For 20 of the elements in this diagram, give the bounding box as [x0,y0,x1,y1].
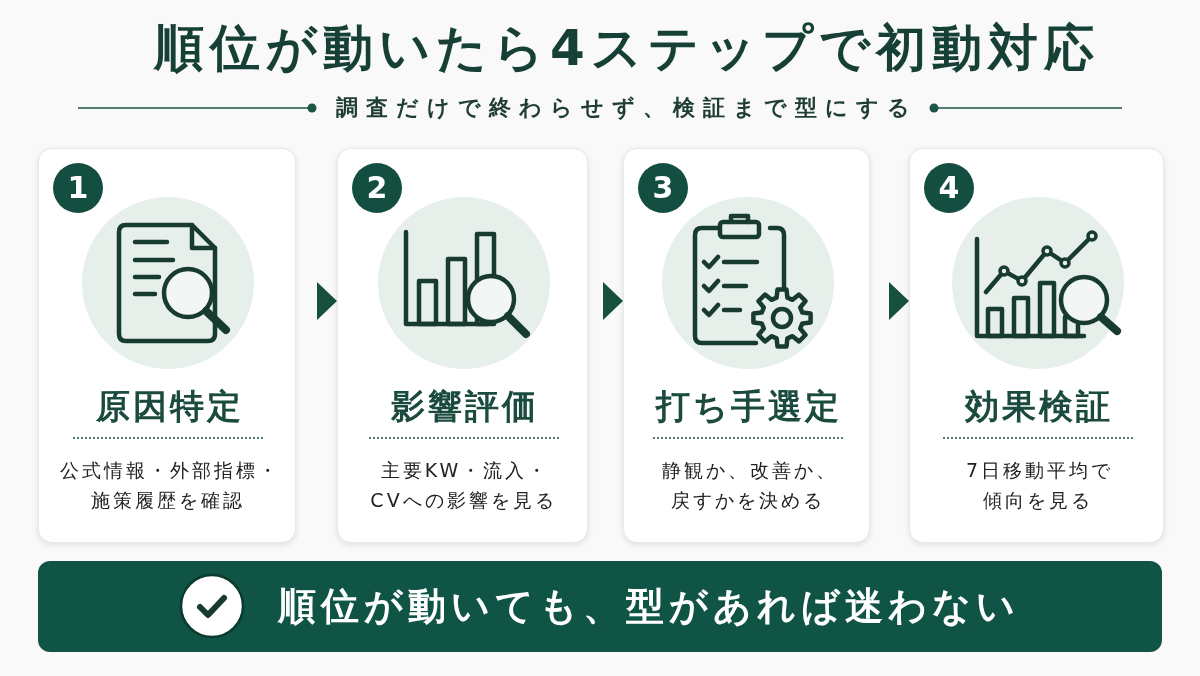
step-heading: 効果検証 [963,385,1114,428]
step-description: 公式情報・外部指標・施策履歴を確認 [58,458,281,513]
subtitle: 調査だけで終わらせず、検証まで型にする [336,94,918,122]
title: 順位が動いたら4ステップで初動対応 [154,18,1100,78]
step-heading: 打ち手選定 [654,385,843,428]
step-heading: 原因特定 [94,385,245,428]
step-heading: 影響評価 [390,385,540,428]
number-badge: 1 [53,163,103,213]
step-description: 静観か、改善か、戻すかを決める [660,458,839,513]
step-card [909,148,1164,543]
message-banner [38,561,1162,652]
step-description: 主要KW・流入・CVへの影響を見る [369,458,558,513]
number-badge: 2 [352,163,402,213]
number-badge: 3 [638,163,688,213]
step-description: 7日移動平均で傾向を見る [964,458,1115,513]
step-card [38,148,296,543]
banner-text: 順位が動いても、型があれば迷わない [278,583,1020,630]
number-badge: 4 [924,163,974,213]
step-card [623,148,870,543]
step-card [337,148,588,543]
